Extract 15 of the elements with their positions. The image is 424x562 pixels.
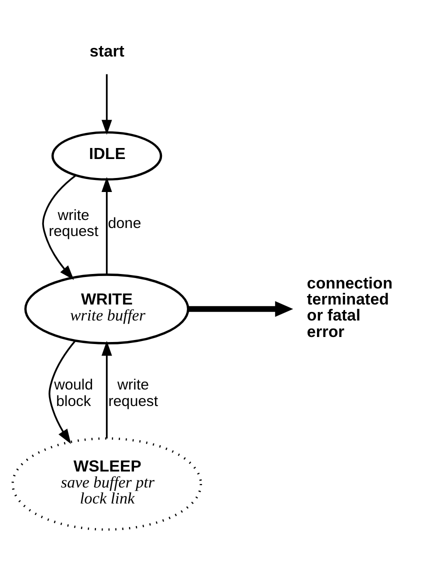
arrow xyxy=(48,340,76,444)
node-text: start xyxy=(90,42,124,60)
node-ellipse: WRITE write buffer xyxy=(24,274,190,344)
arrow xyxy=(102,177,112,274)
arrow xyxy=(102,74,112,135)
edge-label: done xyxy=(108,216,142,232)
edge-label: write request xyxy=(108,378,158,410)
arrow xyxy=(42,174,76,280)
edge-label: would block xyxy=(54,378,93,410)
arrow xyxy=(188,301,294,317)
edge-label: write request xyxy=(48,208,98,240)
node-text: connection terminated or fatal error xyxy=(306,274,393,341)
node-ellipse: WSLEEP save buffer ptr lock link xyxy=(12,437,202,531)
arrow xyxy=(102,340,112,439)
node-ellipse: IDLE xyxy=(51,131,162,181)
